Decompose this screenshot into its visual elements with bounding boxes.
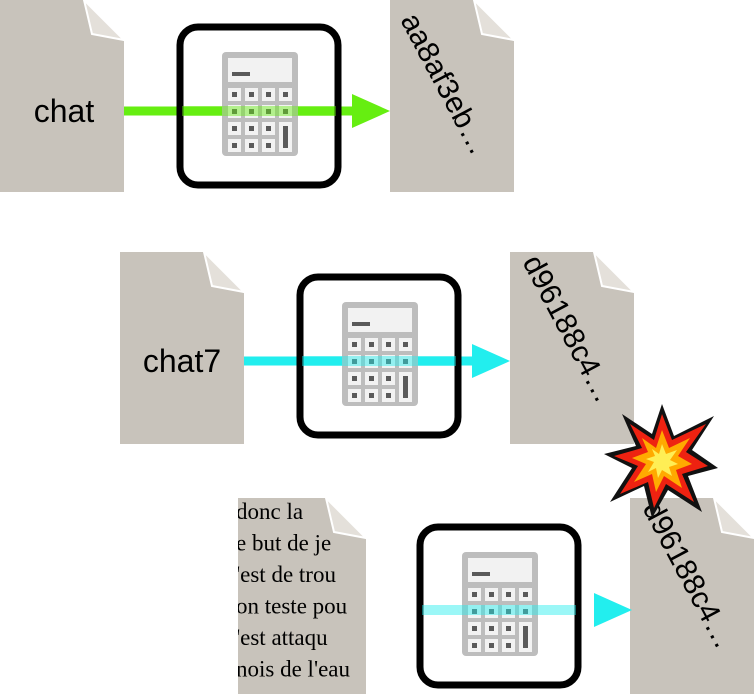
key-dot	[489, 609, 494, 614]
key-dot	[266, 126, 271, 131]
text-line: 'est attaqu	[236, 625, 328, 650]
input-document: chat	[0, 0, 127, 192]
text-line: e but de je	[236, 531, 331, 556]
key-dot	[386, 342, 391, 347]
key-dot	[352, 376, 357, 381]
output-hash-document: d96188c4…	[510, 248, 637, 444]
arrow-head	[352, 94, 390, 128]
text-line: nois de l'eau	[236, 657, 351, 682]
key-dot	[472, 592, 477, 597]
key-dot	[403, 342, 408, 347]
equals-key-bar	[523, 626, 528, 648]
hash-function-box	[296, 273, 462, 439]
key-dot	[472, 643, 477, 648]
key-dot	[369, 359, 374, 364]
display-digit	[352, 322, 370, 326]
key-dot	[369, 376, 374, 381]
key-dot	[352, 393, 357, 398]
text-lines: donc la e but de je 'est de trou on teste p…	[236, 499, 351, 682]
input-label: chat	[34, 93, 95, 129]
row-3: donc la e but de je 'est de trou on teste p…	[236, 494, 756, 694]
arrow-head	[594, 593, 632, 627]
key-dot	[506, 643, 511, 648]
key-dot	[266, 109, 271, 114]
key-dot	[523, 592, 528, 597]
key-dot	[506, 609, 511, 614]
key-dot	[489, 626, 494, 631]
key-dot	[232, 92, 237, 97]
explosion-icon	[604, 404, 718, 518]
key-dot	[386, 376, 391, 381]
calculator-icon	[342, 302, 418, 406]
key-dot	[352, 359, 357, 364]
input-label: chat7	[143, 343, 221, 379]
calculator-icon	[462, 552, 538, 656]
input-text-document: donc la e but de je 'est de trou on teste p…	[236, 494, 369, 694]
output-hash-document: aa8af3eb…	[390, 0, 517, 192]
display-digit	[472, 572, 490, 576]
key-dot	[283, 109, 288, 114]
key-dot	[232, 109, 237, 114]
key-dot	[489, 592, 494, 597]
key-dot	[283, 92, 288, 97]
key-dot	[249, 109, 254, 114]
equals-key-bar	[283, 126, 288, 148]
key-dot	[403, 359, 408, 364]
equals-key-bar	[403, 376, 408, 398]
key-dot	[523, 609, 528, 614]
key-dot	[249, 126, 254, 131]
hash-function-box	[416, 523, 582, 689]
key-dot	[369, 393, 374, 398]
key-dot	[249, 143, 254, 148]
calculator-display	[228, 58, 292, 82]
hash-function-box	[176, 23, 342, 189]
key-dot	[352, 342, 357, 347]
calculator-icon	[222, 52, 298, 156]
text-line: donc la	[236, 499, 303, 524]
key-dot	[369, 342, 374, 347]
key-dot	[232, 126, 237, 131]
key-dot	[266, 143, 271, 148]
row-2: chat7 d96188c4…	[120, 248, 637, 444]
key-dot	[386, 359, 391, 364]
key-dot	[249, 92, 254, 97]
calculator-display	[348, 308, 412, 332]
text-line: on teste pou	[236, 594, 348, 619]
input-document: chat7	[120, 248, 247, 444]
calculator-display	[468, 558, 532, 582]
key-dot	[472, 609, 477, 614]
key-dot	[472, 626, 477, 631]
key-dot	[386, 393, 391, 398]
key-dot	[506, 626, 511, 631]
display-digit	[232, 72, 250, 76]
key-dot	[232, 143, 237, 148]
key-dot	[506, 592, 511, 597]
arrow-head	[472, 344, 510, 378]
text-line: 'est de trou	[236, 562, 336, 587]
row-1: chat aa8af3eb…	[0, 0, 517, 192]
key-dot	[266, 92, 271, 97]
key-dot	[489, 643, 494, 648]
output-hash-document: d96188c4…	[630, 494, 756, 694]
